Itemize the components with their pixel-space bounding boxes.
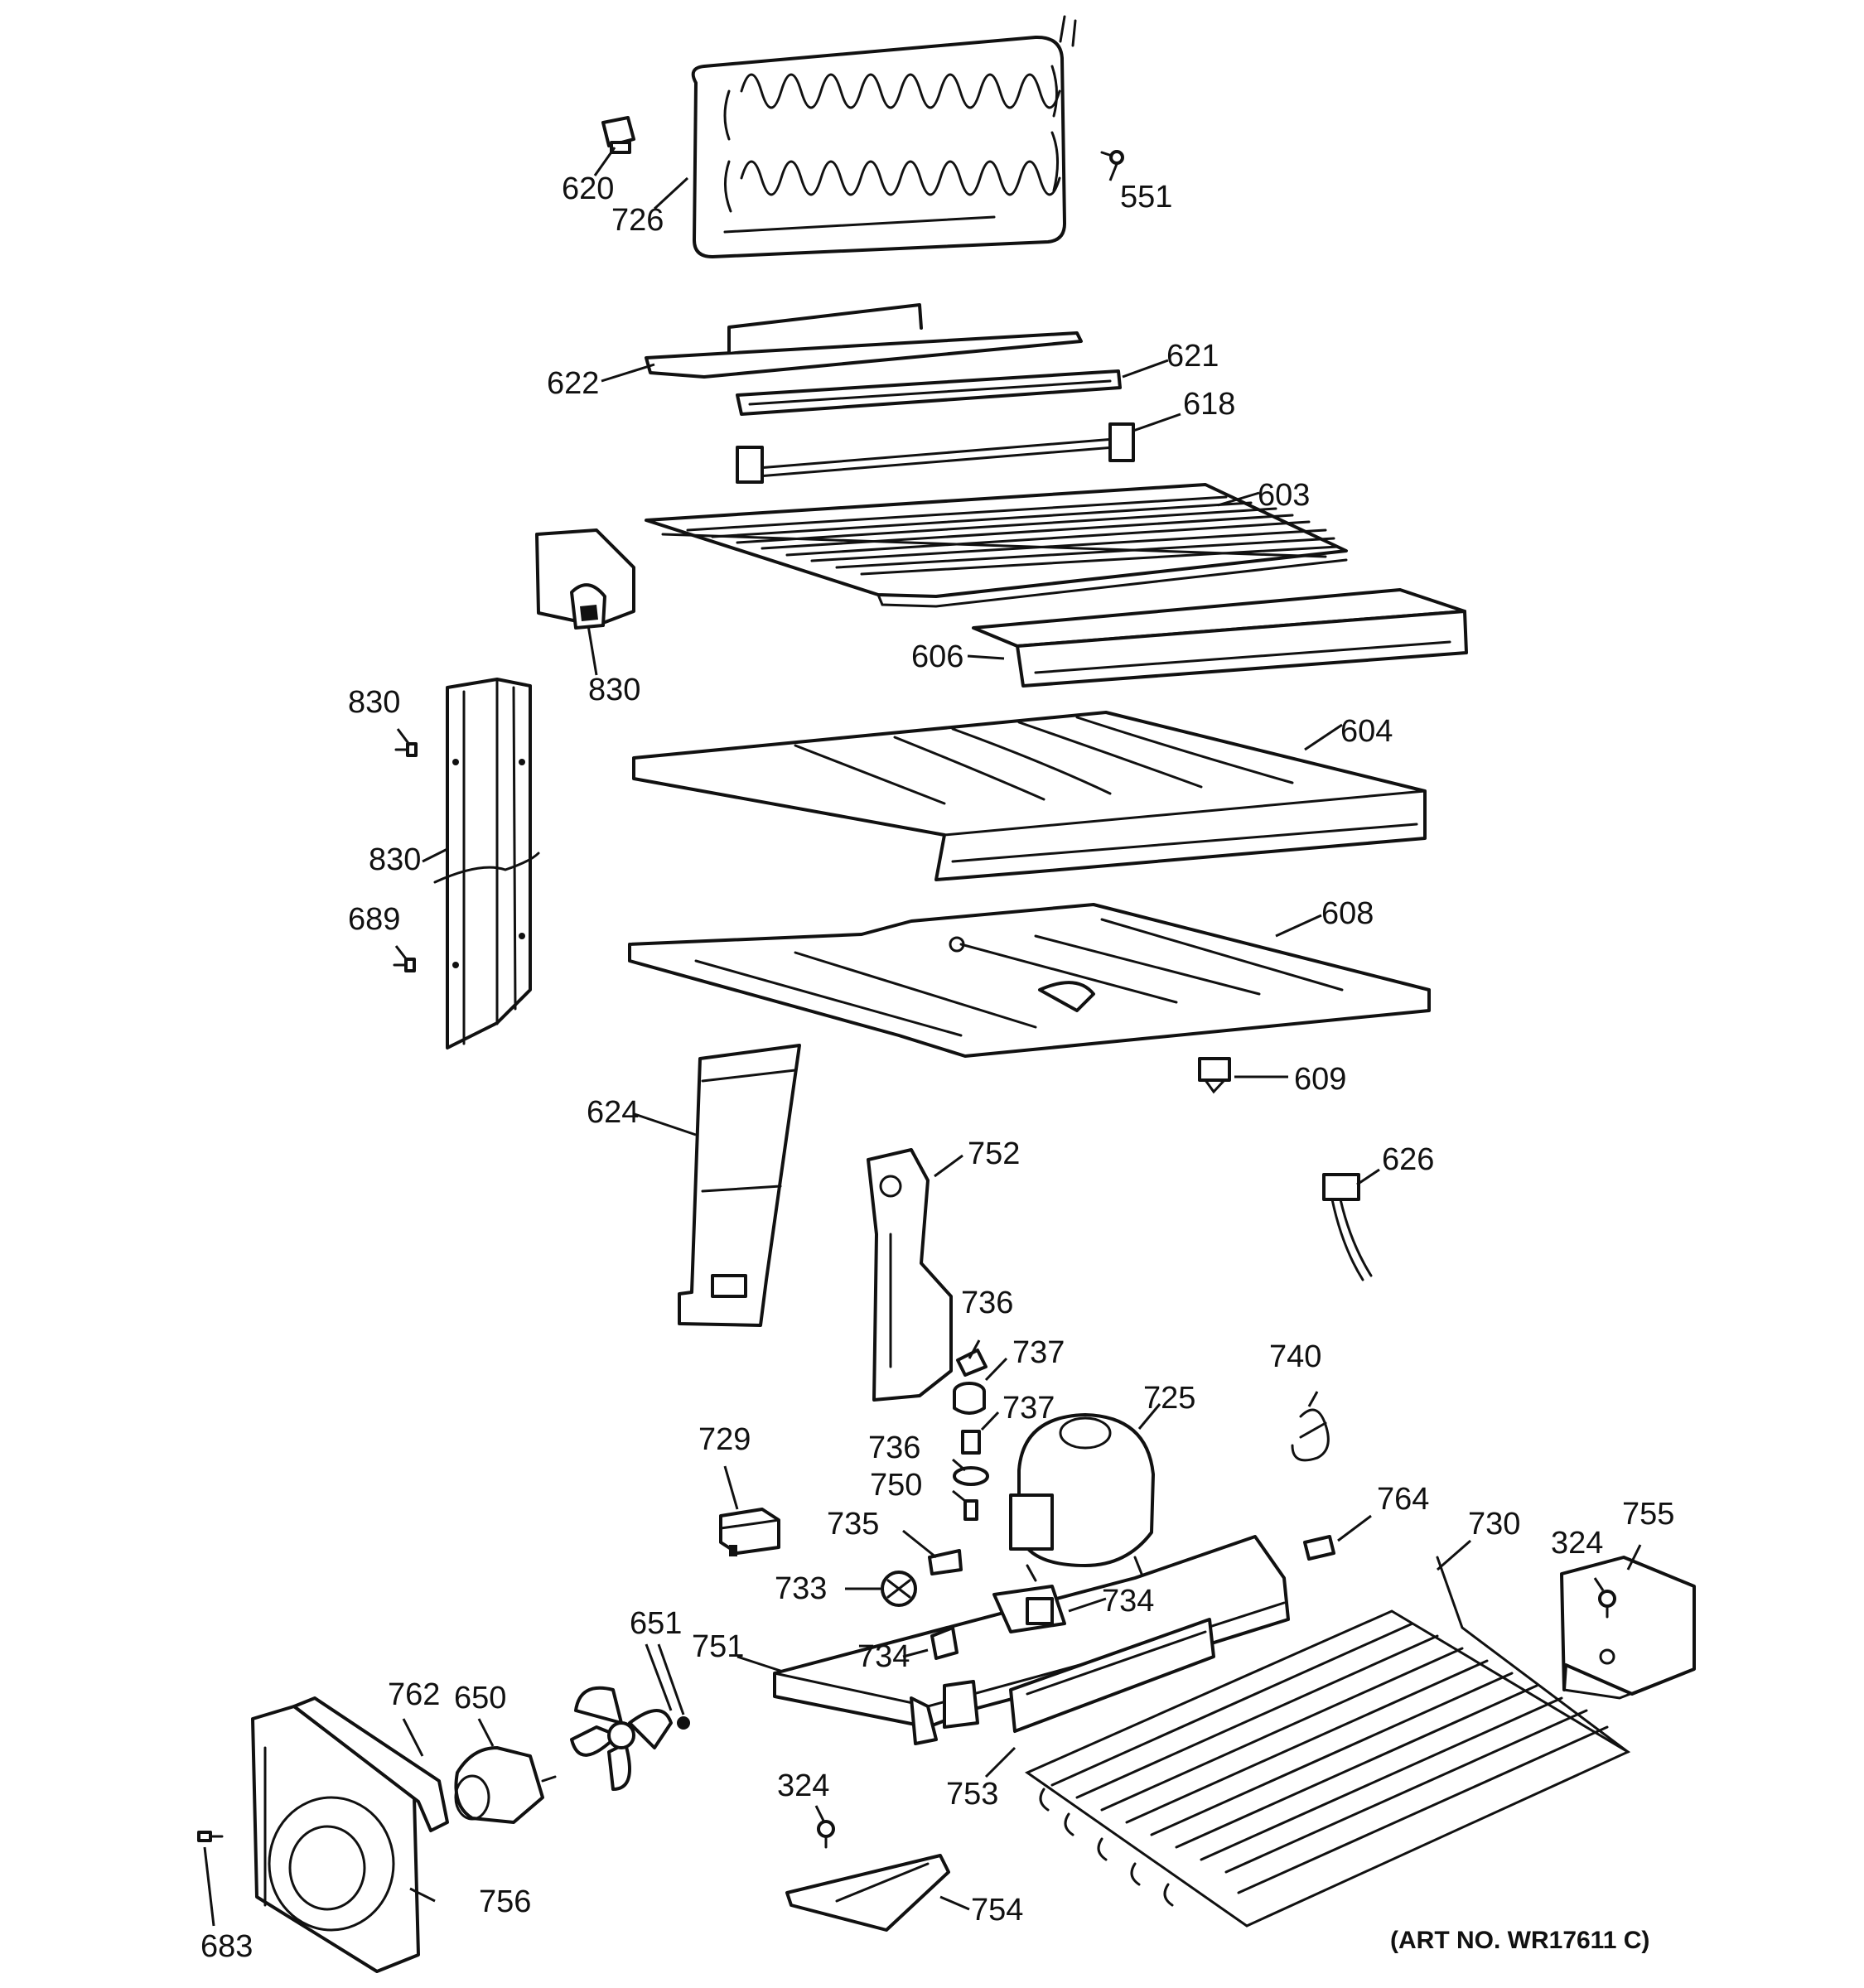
sleeve-737-lower xyxy=(961,1430,981,1455)
radiant-heater-618 xyxy=(736,422,1135,484)
leader-lines xyxy=(203,147,1642,1927)
label-622: 622 xyxy=(547,366,599,401)
clip-740 xyxy=(1291,1408,1330,1462)
label-830-rail: 830 xyxy=(369,842,421,877)
freezer-shelf-603 xyxy=(645,483,1348,608)
evaporator-726 xyxy=(691,15,1077,258)
fan-blade-651 xyxy=(570,1686,690,1791)
label-730: 730 xyxy=(1468,1507,1520,1542)
compressor-725 xyxy=(1009,1413,1155,1582)
screw-683 xyxy=(197,1831,224,1842)
evaporator-coil-bottom xyxy=(740,160,1061,196)
clip-734 xyxy=(930,1626,959,1660)
label-737-lower: 737 xyxy=(1002,1391,1055,1426)
label-620: 620 xyxy=(562,171,614,206)
fan-motor-650 xyxy=(454,1746,557,1824)
evaporator-cover-622 xyxy=(645,303,1083,379)
fan-shroud-756 xyxy=(251,1705,420,1973)
crisper-pan-606 xyxy=(972,588,1468,688)
part-labels: 620 726 551 622 621 618 603 830 606 830 … xyxy=(200,171,1674,1964)
bolt-750 xyxy=(963,1499,978,1521)
side-rail-830 xyxy=(433,678,540,1049)
label-735: 735 xyxy=(827,1507,879,1542)
condenser-730 xyxy=(1024,1556,1631,1928)
label-754: 754 xyxy=(971,1893,1023,1928)
clip-764 xyxy=(1303,1535,1335,1561)
grommet-737-top xyxy=(953,1382,986,1415)
defrost-heater-621 xyxy=(736,369,1122,416)
label-750: 750 xyxy=(870,1468,922,1503)
label-755: 755 xyxy=(1622,1497,1674,1532)
label-603: 603 xyxy=(1258,478,1310,513)
shelf-608 xyxy=(628,903,1431,1058)
screw-324-right xyxy=(1598,1590,1616,1619)
label-830-bracket: 830 xyxy=(588,673,640,707)
label-626: 626 xyxy=(1382,1142,1434,1177)
art-number: (ART NO. WR17611 C) xyxy=(1390,1927,1649,1954)
base-751 xyxy=(773,1535,1290,1745)
screw-324-bottom xyxy=(817,1820,835,1849)
screw-830 xyxy=(394,742,418,757)
label-736-lower: 736 xyxy=(868,1431,920,1465)
label-737-top: 737 xyxy=(1012,1335,1065,1370)
screw-551 xyxy=(1100,150,1124,165)
sensor-620 xyxy=(601,116,635,154)
evaporator-coil-top xyxy=(740,73,1061,109)
relay-729 xyxy=(719,1508,780,1556)
bracket-752 xyxy=(867,1148,953,1402)
label-621: 621 xyxy=(1166,339,1219,374)
label-689: 689 xyxy=(348,902,400,937)
label-609: 609 xyxy=(1294,1062,1346,1097)
bracket-754 xyxy=(785,1854,950,1932)
label-762: 762 xyxy=(388,1677,440,1712)
channel-753 xyxy=(1009,1618,1215,1733)
label-650: 650 xyxy=(454,1681,506,1715)
screw-689 xyxy=(393,958,416,972)
terminal-735 xyxy=(928,1549,963,1575)
bracket-830 xyxy=(535,528,635,630)
label-725: 725 xyxy=(1143,1381,1195,1416)
power-cord-626 xyxy=(1322,1173,1373,1281)
label-608: 608 xyxy=(1321,896,1374,931)
label-751: 751 xyxy=(692,1629,744,1664)
bracket-755 xyxy=(1560,1556,1696,1700)
label-729: 729 xyxy=(698,1422,751,1457)
label-551: 551 xyxy=(1120,180,1172,215)
label-756: 756 xyxy=(479,1884,531,1919)
label-606: 606 xyxy=(911,639,963,674)
label-726: 726 xyxy=(611,203,664,238)
label-740: 740 xyxy=(1269,1339,1321,1374)
shelf-604 xyxy=(632,711,1427,881)
label-734-right: 734 xyxy=(1102,1584,1154,1619)
label-753: 753 xyxy=(946,1777,998,1812)
label-830-screw: 830 xyxy=(348,685,400,720)
label-651: 651 xyxy=(630,1606,682,1641)
air-duct-624 xyxy=(678,1044,801,1327)
clip-609 xyxy=(1198,1057,1231,1094)
overload-733 xyxy=(881,1571,917,1607)
label-734-left: 734 xyxy=(857,1639,910,1674)
label-604: 604 xyxy=(1340,714,1393,749)
label-683: 683 xyxy=(200,1929,253,1964)
label-733: 733 xyxy=(775,1571,827,1606)
washer-736-lower xyxy=(953,1466,989,1486)
label-324-bottom: 324 xyxy=(777,1768,829,1803)
label-324-right: 324 xyxy=(1551,1526,1603,1561)
gasket-762 xyxy=(292,1696,449,1832)
label-618: 618 xyxy=(1183,387,1235,422)
label-752: 752 xyxy=(968,1136,1020,1171)
label-764: 764 xyxy=(1377,1482,1429,1517)
label-624: 624 xyxy=(587,1095,639,1130)
starter-734 xyxy=(992,1585,1066,1633)
label-736-top: 736 xyxy=(961,1286,1013,1320)
